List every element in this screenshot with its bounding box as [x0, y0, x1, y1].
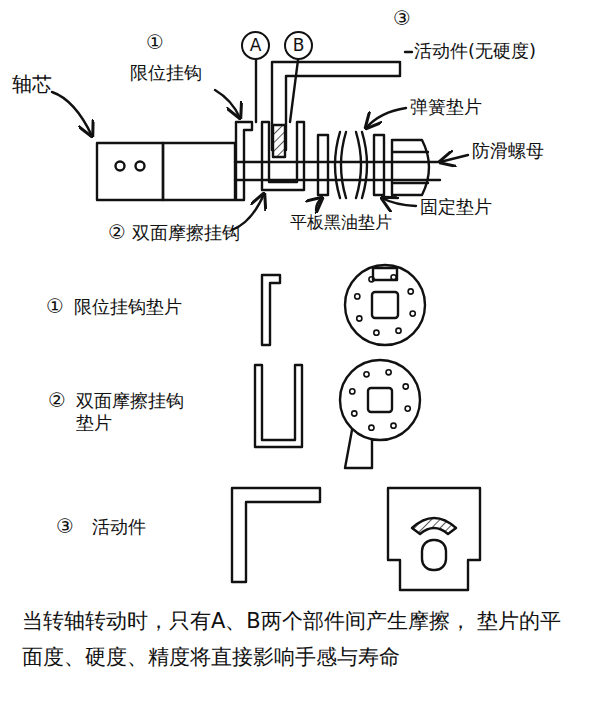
- callout-number: ①: [146, 30, 164, 54]
- part-name: 轴芯: [12, 72, 52, 96]
- limit-washer-face: [345, 265, 425, 345]
- callout-number: ③: [56, 514, 74, 538]
- part-name: 双面摩擦挂钩垫片: [76, 390, 188, 433]
- part-name: 活动件(无硬度): [414, 40, 536, 62]
- caption-note: 当转轴转动时，只有A、B两个部件间产生摩擦， 垫片的平面度、硬度、精度将直接影响…: [22, 604, 572, 675]
- callout-letter: A: [250, 37, 262, 54]
- limit-washer-side: [262, 275, 280, 345]
- friction-washer-face: [340, 360, 420, 440]
- fixed-washer: [374, 135, 384, 195]
- callout-number: ②: [48, 388, 66, 412]
- friction-hook: [262, 122, 304, 190]
- moving-part-face: [388, 488, 480, 590]
- spring-washer: [335, 132, 346, 198]
- callout-letter: B: [293, 37, 305, 54]
- part-name: 防滑螺母: [472, 140, 544, 162]
- shaft-rod: [235, 162, 440, 180]
- friction-washer-side: [255, 365, 302, 447]
- callout-circle: B: [284, 31, 313, 60]
- callout-number: ①: [46, 294, 64, 318]
- part-name: 平板黑油垫片: [290, 212, 392, 232]
- part-name: 双面摩擦挂钩: [132, 222, 240, 244]
- part-name: 弹簧垫片: [410, 96, 482, 118]
- callout-circle: A: [241, 31, 270, 60]
- callout-number: ②: [108, 220, 126, 244]
- shaft-end: [97, 143, 163, 200]
- moving-part-side: [232, 488, 320, 582]
- lock-nut: [392, 140, 429, 195]
- part-name: 限位挂钩垫片: [74, 296, 182, 318]
- limit-hook: [236, 122, 252, 200]
- part-name: 限位挂钩: [130, 62, 202, 84]
- part-name: 活动件: [92, 516, 146, 538]
- oil-washer: [318, 135, 328, 195]
- part-name: 固定垫片: [420, 196, 492, 218]
- callout-number: ③: [393, 6, 411, 30]
- shaft-body: [163, 143, 235, 200]
